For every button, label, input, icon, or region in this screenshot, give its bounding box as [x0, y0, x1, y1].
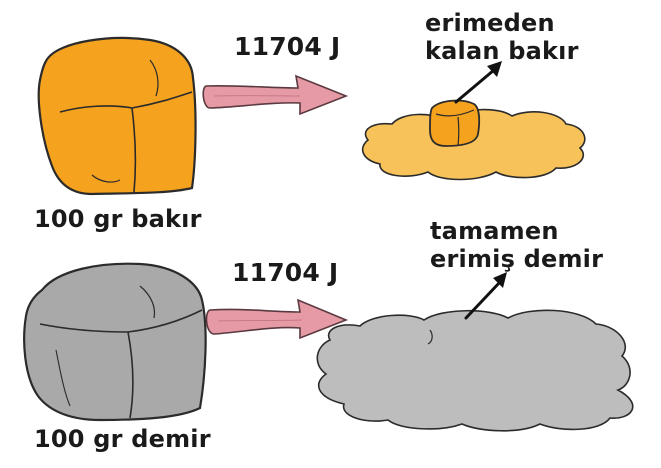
copper-mass-label: 100 gr bakır — [34, 205, 202, 233]
top-energy-label: 11704 J — [234, 32, 341, 61]
copper-annotation-line1: erimeden — [425, 9, 555, 37]
iron-annotation-line1: tamamen — [430, 217, 559, 245]
copper-cube — [37, 36, 197, 196]
remaining-copper-cube — [429, 99, 481, 147]
iron-annotation-line2: erimiş demir — [430, 245, 604, 273]
energy-arrow-top — [202, 74, 349, 116]
copper-annotation-line2: kalan bakır — [425, 37, 579, 65]
copper-annotation-pointer — [454, 61, 502, 104]
bottom-energy-label: 11704 J — [232, 258, 339, 287]
iron-mass-label: 100 gr demir — [34, 425, 211, 453]
iron-puddle — [316, 309, 634, 432]
iron-annotation-pointer — [464, 272, 507, 320]
energy-arrow-bottom — [205, 298, 349, 340]
iron-block — [23, 262, 207, 422]
